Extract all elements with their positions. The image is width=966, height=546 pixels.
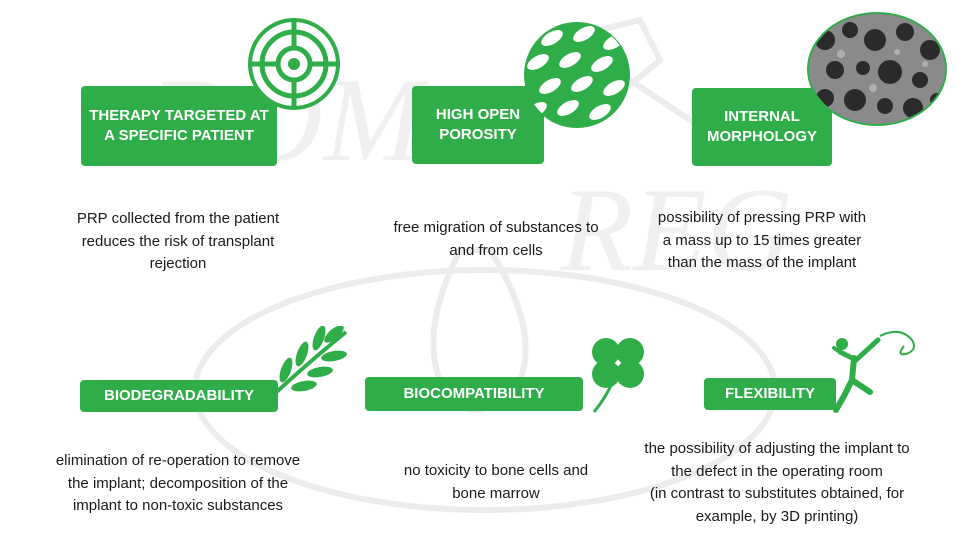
feature-card-targeted-therapy: THERAPY TARGETED AT A SPECIFIC PATIENT [81,86,277,166]
leaf-branch-icon [266,326,348,402]
target-icon [248,18,340,110]
feature-description-biodegradability: elimination of re-operation to remove th… [55,452,301,514]
clover-icon [592,338,644,413]
feature-card-high-porosity: HIGH OPEN POROSITY [412,86,544,164]
gymnast-ribbon-icon [832,330,915,413]
feature-label-biodegradability: BIODEGRADABILITY [104,387,254,404]
feature-description-high-porosity: free migration of substances to and from… [393,219,599,259]
feature-description-targeted-therapy: PRP collected from the patient reduces t… [76,210,280,272]
feature-card-internal-morphology: INTERNAL MORPHOLOGY [692,88,832,166]
feature-description-flexibility: the possibility of adjusting the implant… [644,440,910,525]
feature-label-flexibility: FLEXIBILITY [725,385,815,402]
feature-card-flexibility: FLEXIBILITY [704,378,836,410]
svg-text:REG: REG [559,163,793,296]
feature-description-internal-morphology: possibility of pressing PRP with a mass … [657,209,867,271]
feature-card-biocompatibility: BIOCOMPATIBILITY [365,377,583,411]
feature-label-internal-morphology: INTERNAL MORPHOLOGY [706,108,817,145]
porous-structure-icon [524,22,630,128]
feature-label-targeted-therapy: THERAPY TARGETED AT A SPECIFIC PATIENT [89,107,269,144]
feature-description-biocompatibility: no toxicity to bone cells and bone marro… [403,462,589,502]
feature-label-high-porosity: HIGH OPEN POROSITY [435,106,521,143]
feature-card-biodegradability: BIODEGRADABILITY [80,380,278,412]
porous-scaffold-image [807,12,947,126]
feature-label-biocompatibility: BIOCOMPATIBILITY [403,385,545,402]
